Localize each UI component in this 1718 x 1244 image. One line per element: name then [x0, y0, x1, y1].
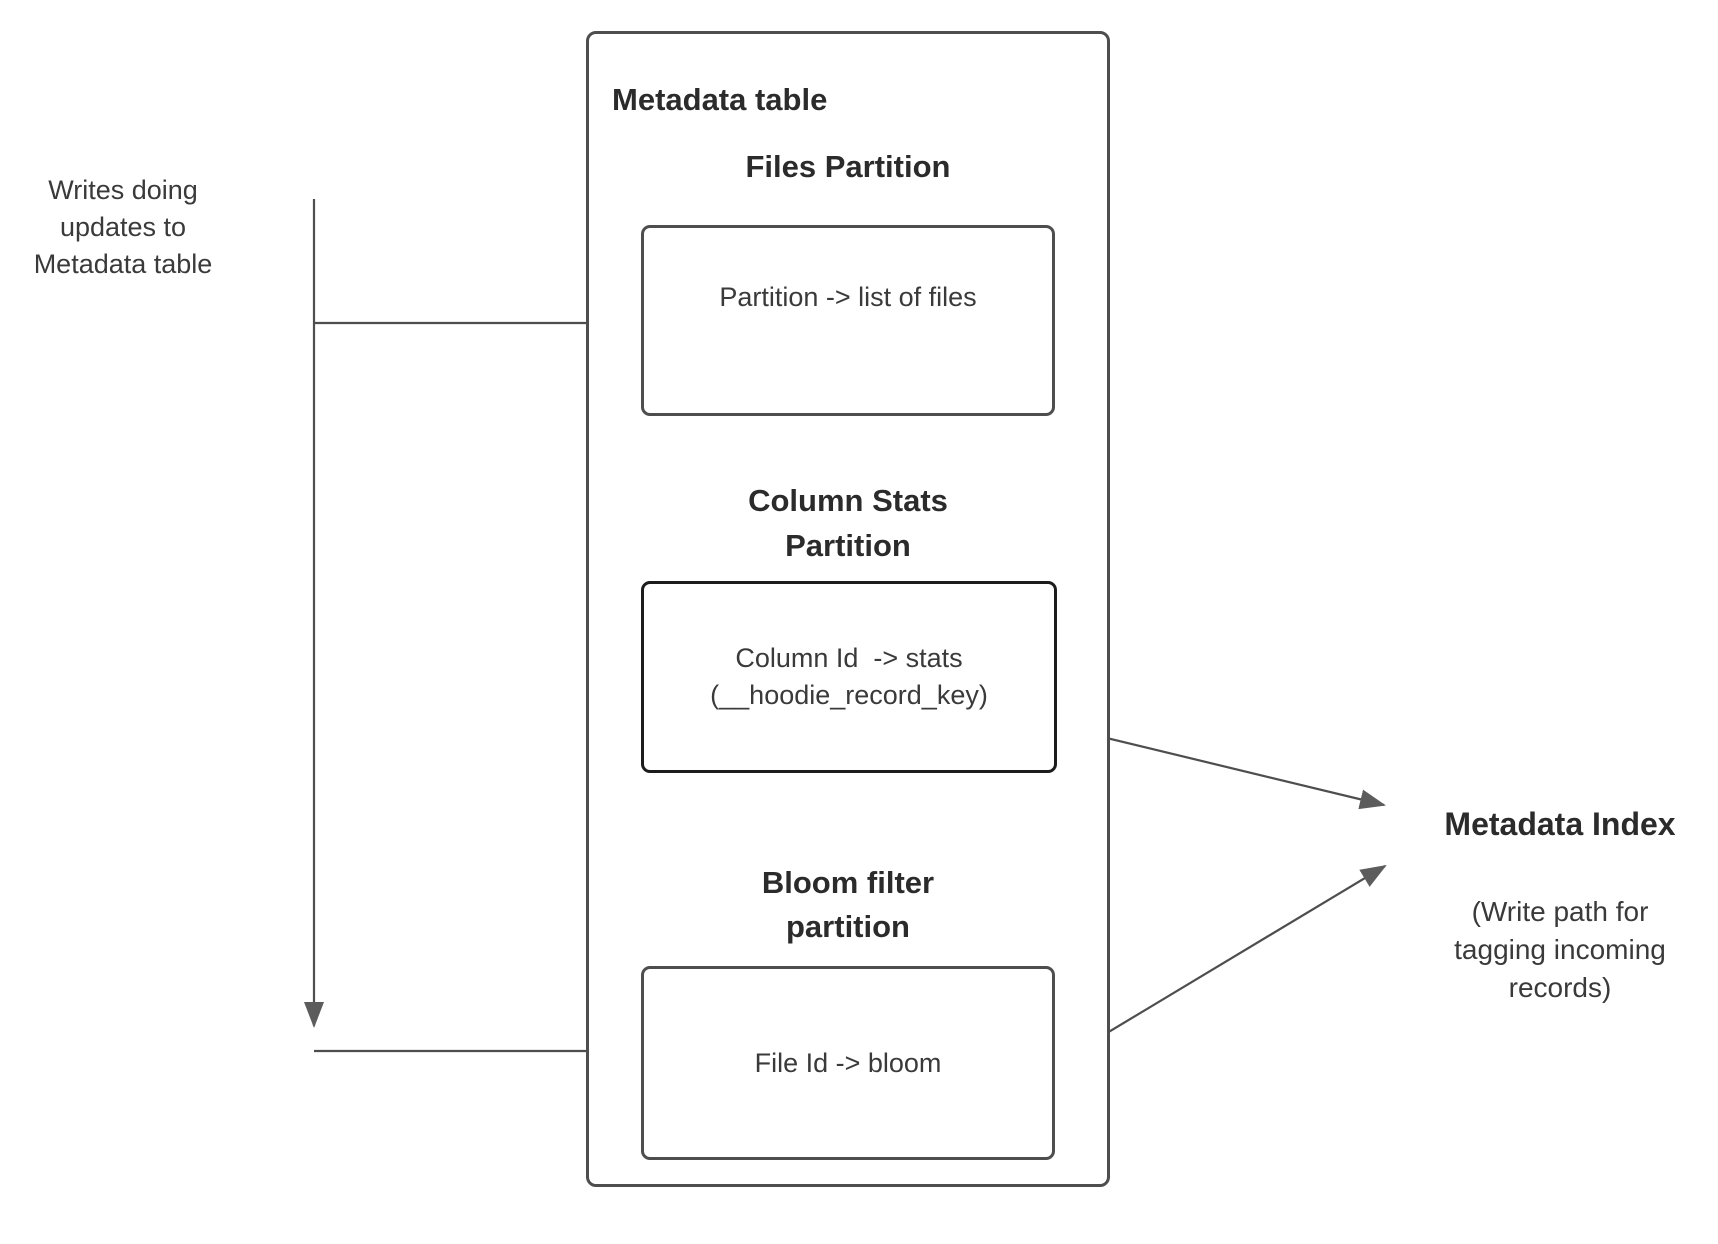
bloom-filter-partition-heading: Bloom filter partition — [761, 865, 935, 944]
files-partition-heading: Files Partition — [745, 149, 951, 184]
files-partition-box: Partition -> list of files — [641, 225, 1055, 416]
column-stats-partition-heading: Column Stats Partition — [748, 483, 948, 563]
metadata-index-title: Metadata Index — [1444, 806, 1676, 842]
bloom-filter-partition-mapping: File Id -> bloom — [754, 1047, 942, 1078]
metadata-index-subtitle: (Write path for tagging incoming records… — [1454, 896, 1666, 1003]
bloom-filter-partition-box: File Id -> bloom — [641, 966, 1055, 1160]
metadata-table-title: Metadata table — [612, 82, 828, 117]
column-stats-partition-mapping: Column Id -> stats (__hoodie_record_key) — [710, 643, 988, 710]
files-partition-mapping: Partition -> list of files — [719, 282, 977, 312]
writes-annotation: Writes doing updates to Metadata table — [33, 175, 213, 279]
column-stats-partition-box: Column Id -> stats (__hoodie_record_key) — [641, 581, 1057, 773]
